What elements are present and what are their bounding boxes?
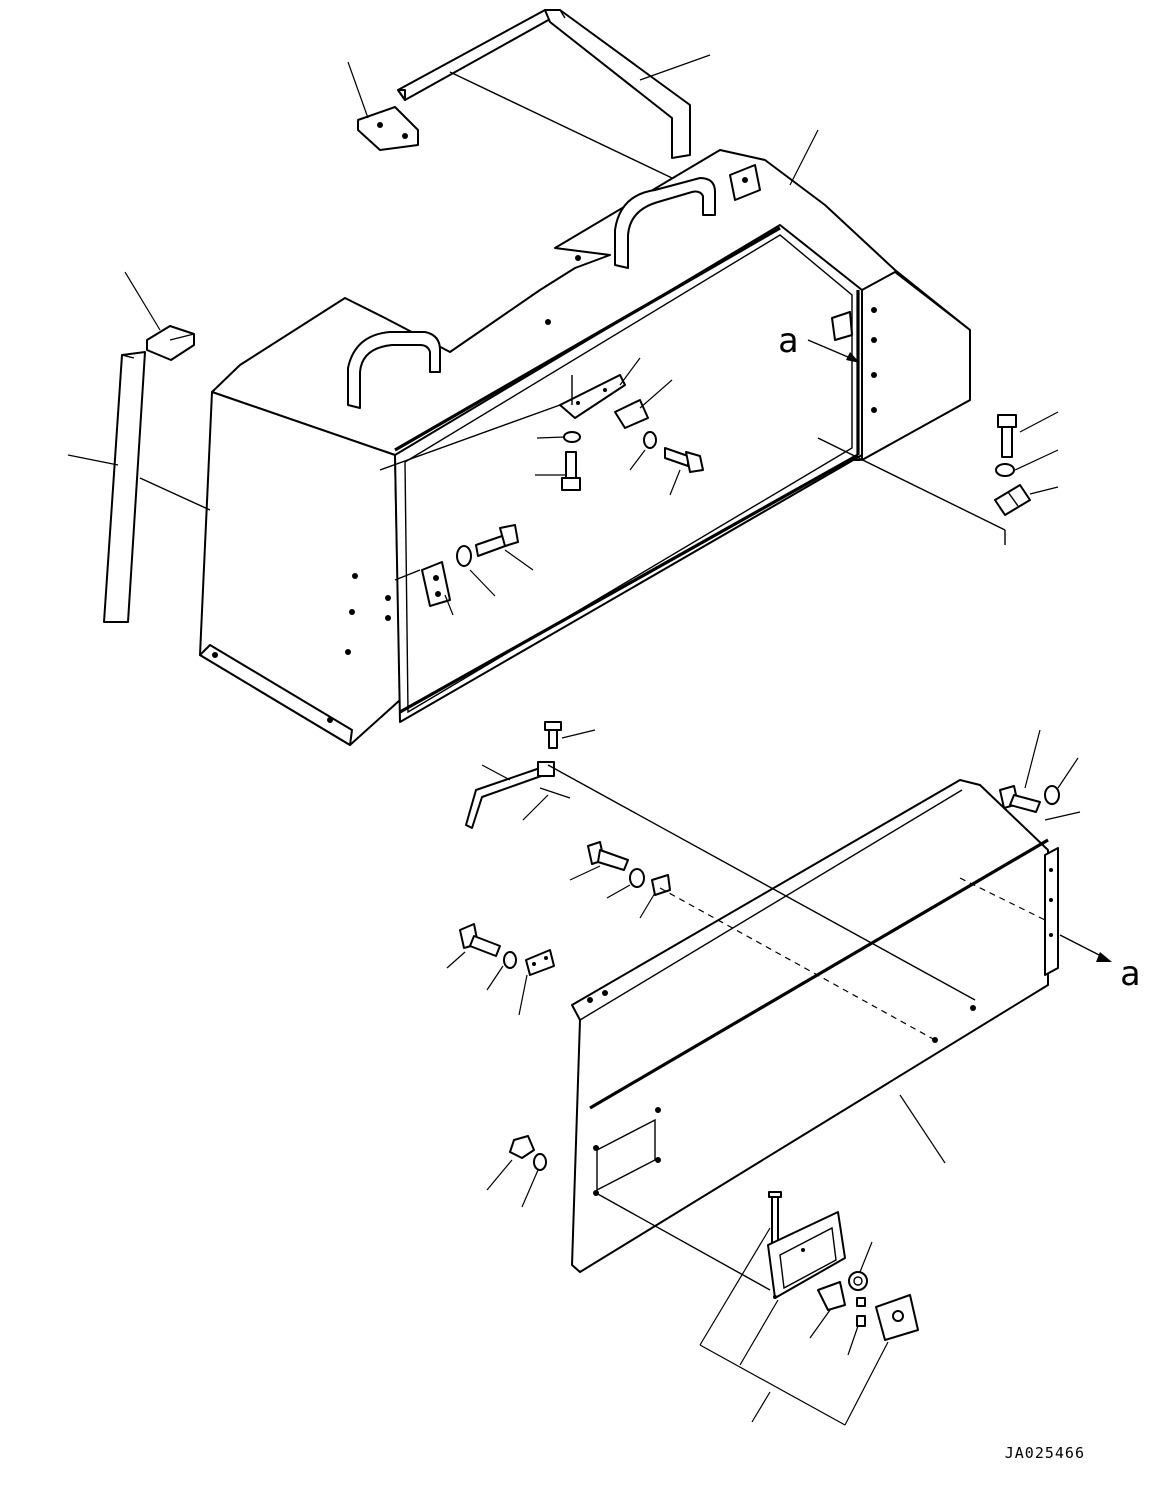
bolt-lower-a xyxy=(587,841,629,871)
view-marker-lower: a xyxy=(1059,934,1140,994)
bracket-lower-b xyxy=(525,949,555,976)
block-left-bracket xyxy=(421,561,451,607)
view-marker-upper-label: a xyxy=(778,321,798,361)
pin-lower xyxy=(544,721,562,749)
bolt-lower-right xyxy=(999,785,1041,813)
catch-lower xyxy=(651,874,671,896)
lock-housing xyxy=(767,1211,846,1299)
washer-lower-a xyxy=(629,868,645,888)
view-marker-lower-label: a xyxy=(1120,954,1140,994)
rod-lower xyxy=(465,761,555,829)
catch-upper xyxy=(614,399,649,429)
lock-spring xyxy=(856,1297,866,1327)
bolt-left xyxy=(475,524,519,557)
lock-cam xyxy=(817,1281,846,1311)
washer-upper-b xyxy=(643,431,657,449)
handle-left xyxy=(347,331,441,409)
washer-nut-lower xyxy=(533,1153,547,1171)
view-marker-upper: a xyxy=(778,321,860,363)
washer-right xyxy=(995,463,1015,477)
washer-lower-b xyxy=(503,951,517,969)
left-vertical-bar xyxy=(103,351,146,623)
door-panel xyxy=(571,779,1059,1273)
left-block xyxy=(146,325,195,361)
latch-bracket-upper xyxy=(559,374,626,419)
bolt-right xyxy=(997,414,1017,458)
bolt-lower-b xyxy=(459,923,501,957)
clip-right xyxy=(994,484,1031,516)
top-bent-rail xyxy=(397,9,691,159)
main-box-body xyxy=(199,149,971,746)
hinge-plate-top-right xyxy=(729,164,761,201)
washer-upper-a xyxy=(563,431,581,443)
bolt-upper-b xyxy=(664,447,704,473)
handle-middle xyxy=(614,177,716,269)
door-stopper-right xyxy=(831,311,853,341)
washer-lower-right xyxy=(1044,785,1060,805)
cotter-pin xyxy=(539,787,571,799)
bolt-upper-a xyxy=(561,451,581,491)
small-plate-top xyxy=(357,106,419,151)
nut-lower xyxy=(509,1135,535,1159)
lock-nut xyxy=(848,1271,868,1291)
assembly-lines xyxy=(139,71,1081,1291)
leader-lines xyxy=(67,54,1079,1426)
drawing-code: JA025466 xyxy=(1004,1444,1085,1462)
washer-left xyxy=(456,545,472,567)
lock-plate xyxy=(875,1294,919,1341)
